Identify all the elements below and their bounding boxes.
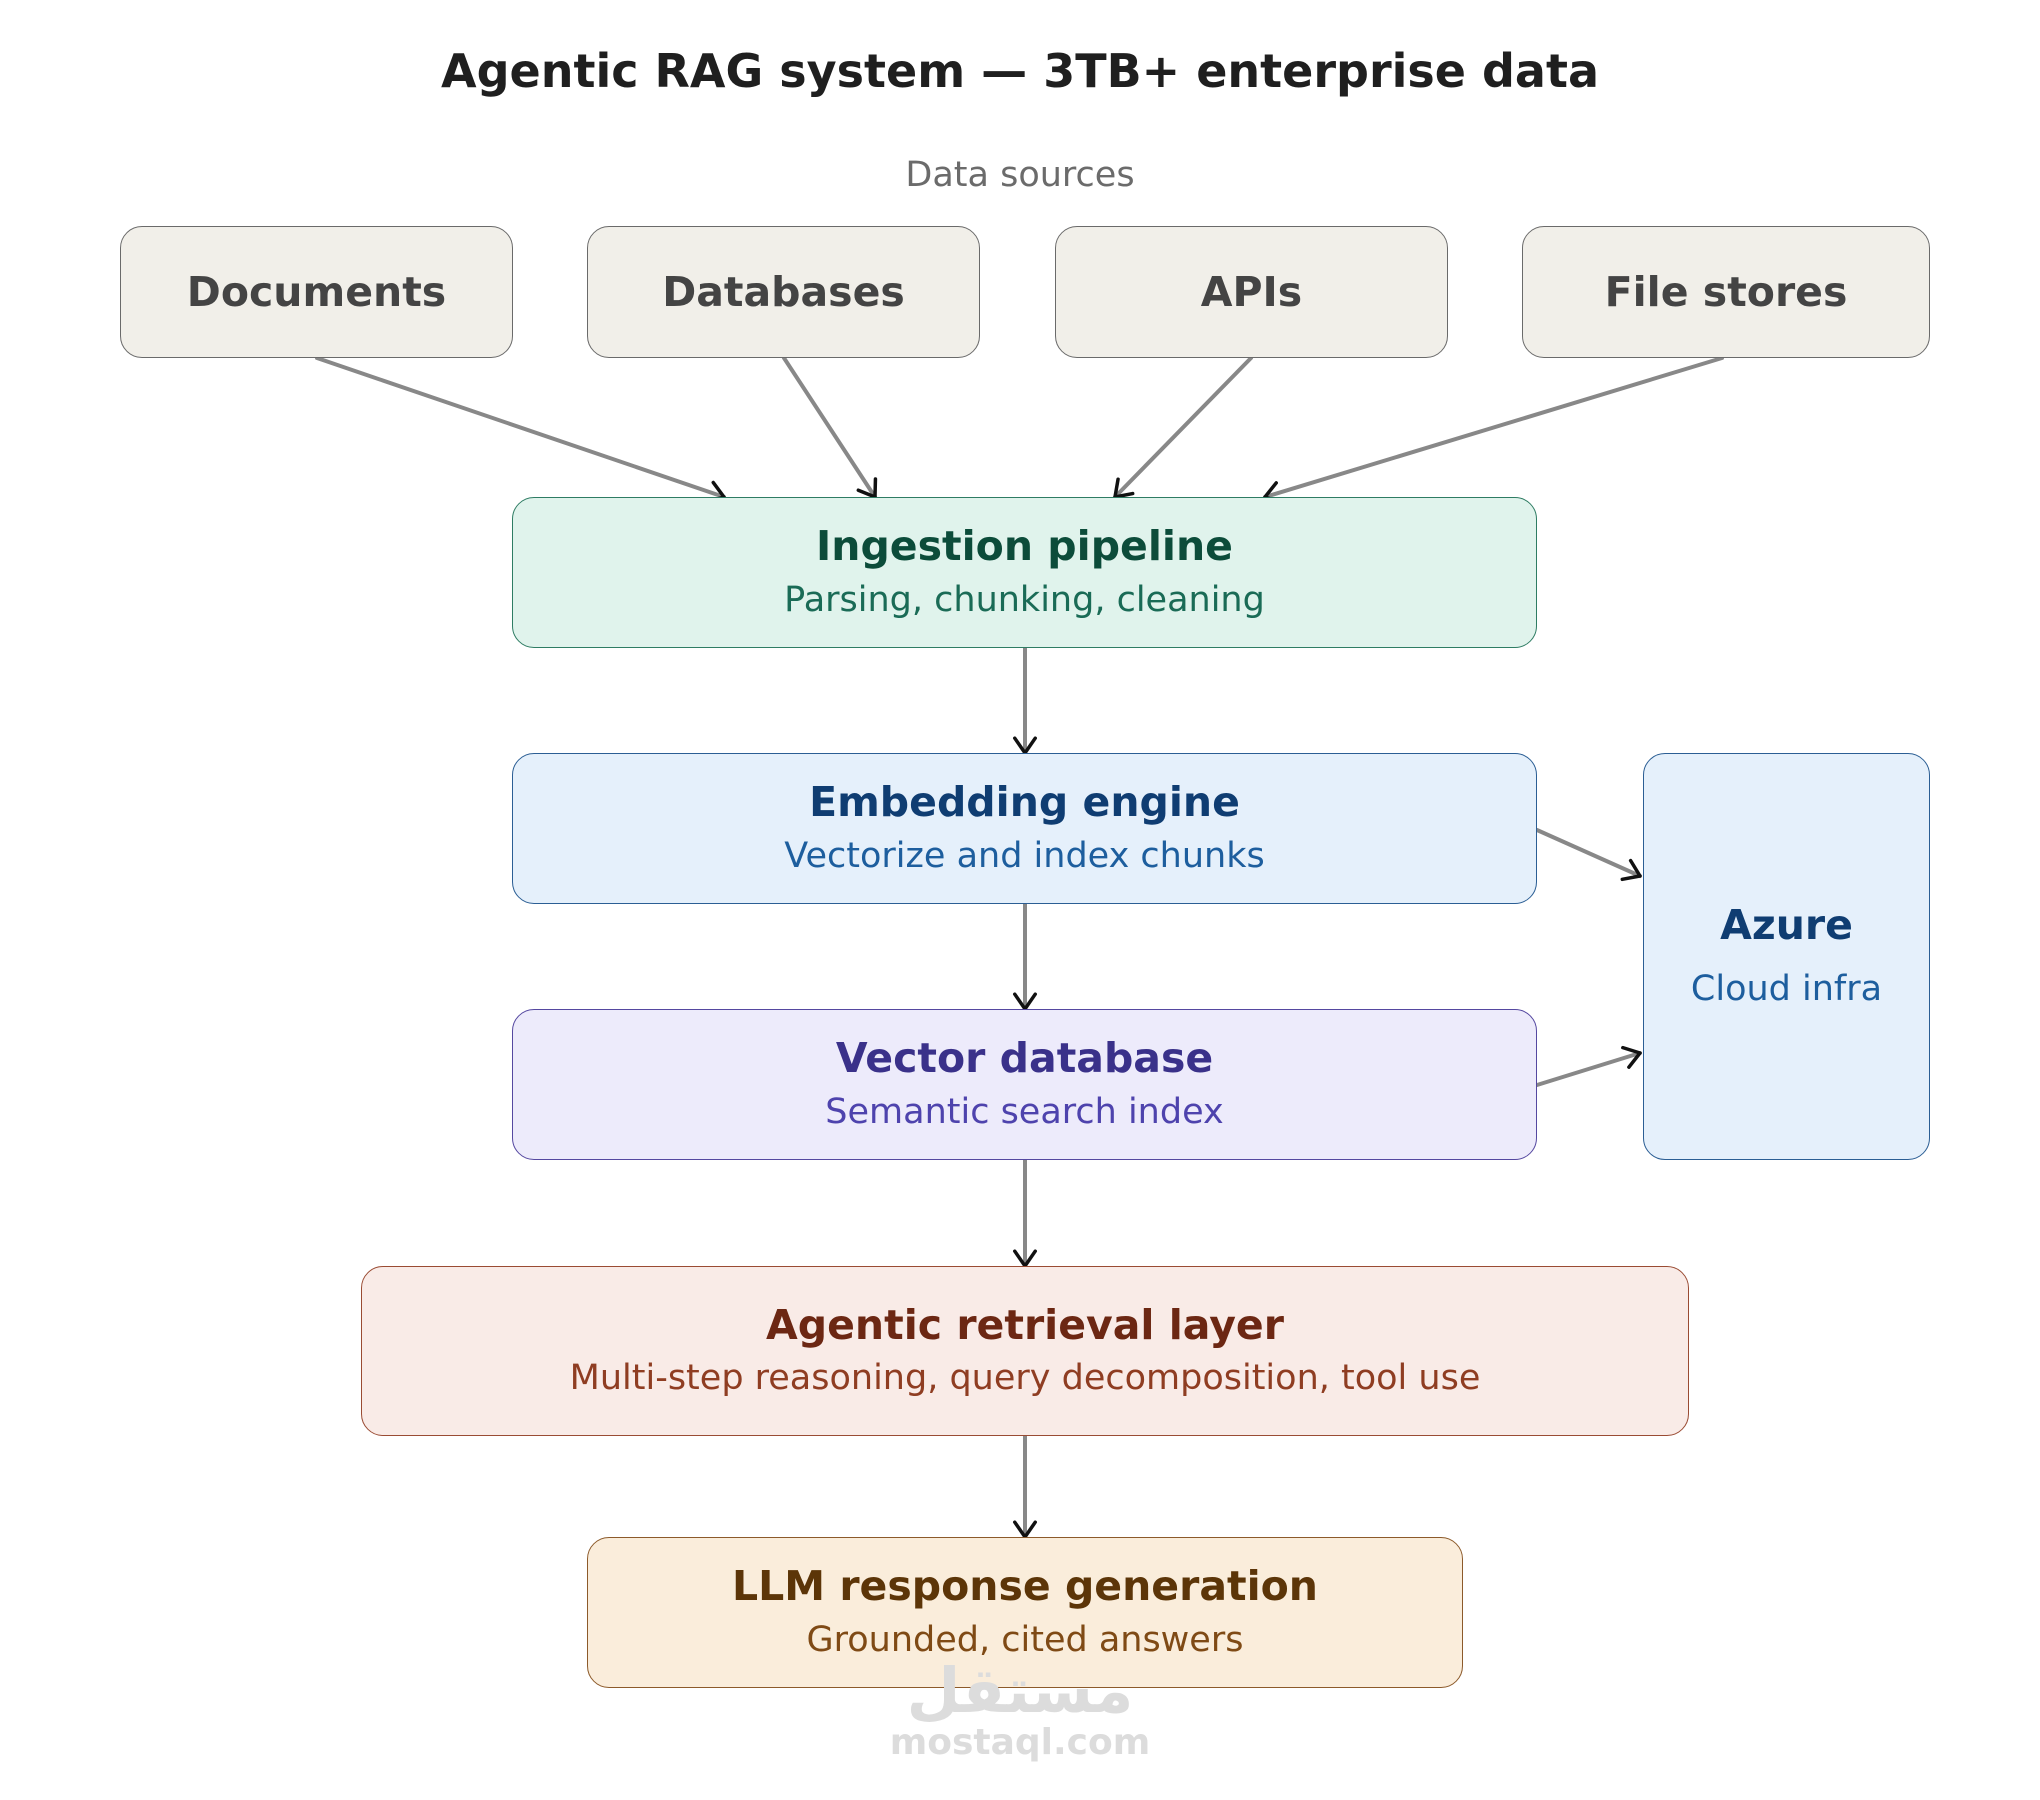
- azure-subtitle: Cloud infra: [1690, 968, 1883, 1009]
- source-documents-label: Documents: [186, 268, 447, 316]
- azure-box: Azure Cloud infra: [1643, 753, 1930, 1160]
- agentic-retrieval-title: Agentic retrieval layer: [766, 1300, 1284, 1349]
- edge-documents-to-ingestion: [315, 356, 726, 499]
- data-sources-label: Data sources: [905, 155, 1135, 195]
- watermark-arabic: مستقل: [906, 1654, 1134, 1727]
- agentic-retrieval-box: Agentic retrieval layer Multi-step reaso…: [361, 1266, 1689, 1436]
- watermark-latin: mostaql.com: [889, 1722, 1151, 1763]
- vector-database-box: Vector database Semantic search index: [512, 1009, 1537, 1160]
- source-apis-label: APIs: [1200, 268, 1303, 316]
- diagram-title: Agentic RAG system — 3TB+ enterprise dat…: [441, 44, 1599, 98]
- azure-title: Azure: [1720, 901, 1853, 950]
- llm-response-title: LLM response generation: [732, 1562, 1318, 1611]
- source-documents: Documents: [120, 226, 513, 358]
- ingestion-pipeline-box: Ingestion pipeline Parsing, chunking, cl…: [512, 497, 1537, 648]
- embedding-engine-subtitle: Vectorize and index chunks: [784, 835, 1265, 876]
- source-databases: Databases: [587, 226, 980, 358]
- vector-database-title: Vector database: [835, 1034, 1214, 1083]
- embedding-engine-box: Embedding engine Vectorize and index chu…: [512, 753, 1537, 904]
- ingestion-pipeline-title: Ingestion pipeline: [816, 522, 1233, 571]
- edge-filestores-to-ingestion: [1263, 356, 1724, 499]
- vector-database-subtitle: Semantic search index: [825, 1091, 1224, 1132]
- edge-vectordb-to-azure-arrowhead: [1621, 1045, 1642, 1069]
- edge-embedding-to-azure-arrowhead: [1620, 858, 1642, 882]
- watermark-logo: مستقل mostaql.com: [820, 1654, 1220, 1764]
- llm-response-subtitle: Grounded, cited answers: [806, 1619, 1244, 1660]
- embedding-engine-title: Embedding engine: [809, 778, 1240, 827]
- source-databases-label: Databases: [662, 268, 905, 316]
- source-apis: APIs: [1055, 226, 1448, 358]
- edge-embedding-to-azure: [1535, 828, 1642, 878]
- ingestion-pipeline-subtitle: Parsing, chunking, cleaning: [784, 579, 1265, 620]
- edge-apis-to-ingestion: [1113, 356, 1253, 499]
- source-file-stores-label: File stores: [1604, 268, 1848, 316]
- edge-databases-to-ingestion: [782, 356, 877, 499]
- source-file-stores: File stores: [1522, 226, 1930, 358]
- edge-vectordb-to-azure: [1535, 1051, 1642, 1087]
- agentic-retrieval-subtitle: Multi-step reasoning, query decompositio…: [569, 1358, 1481, 1398]
- llm-response-box: LLM response generation Grounded, cited …: [587, 1537, 1463, 1688]
